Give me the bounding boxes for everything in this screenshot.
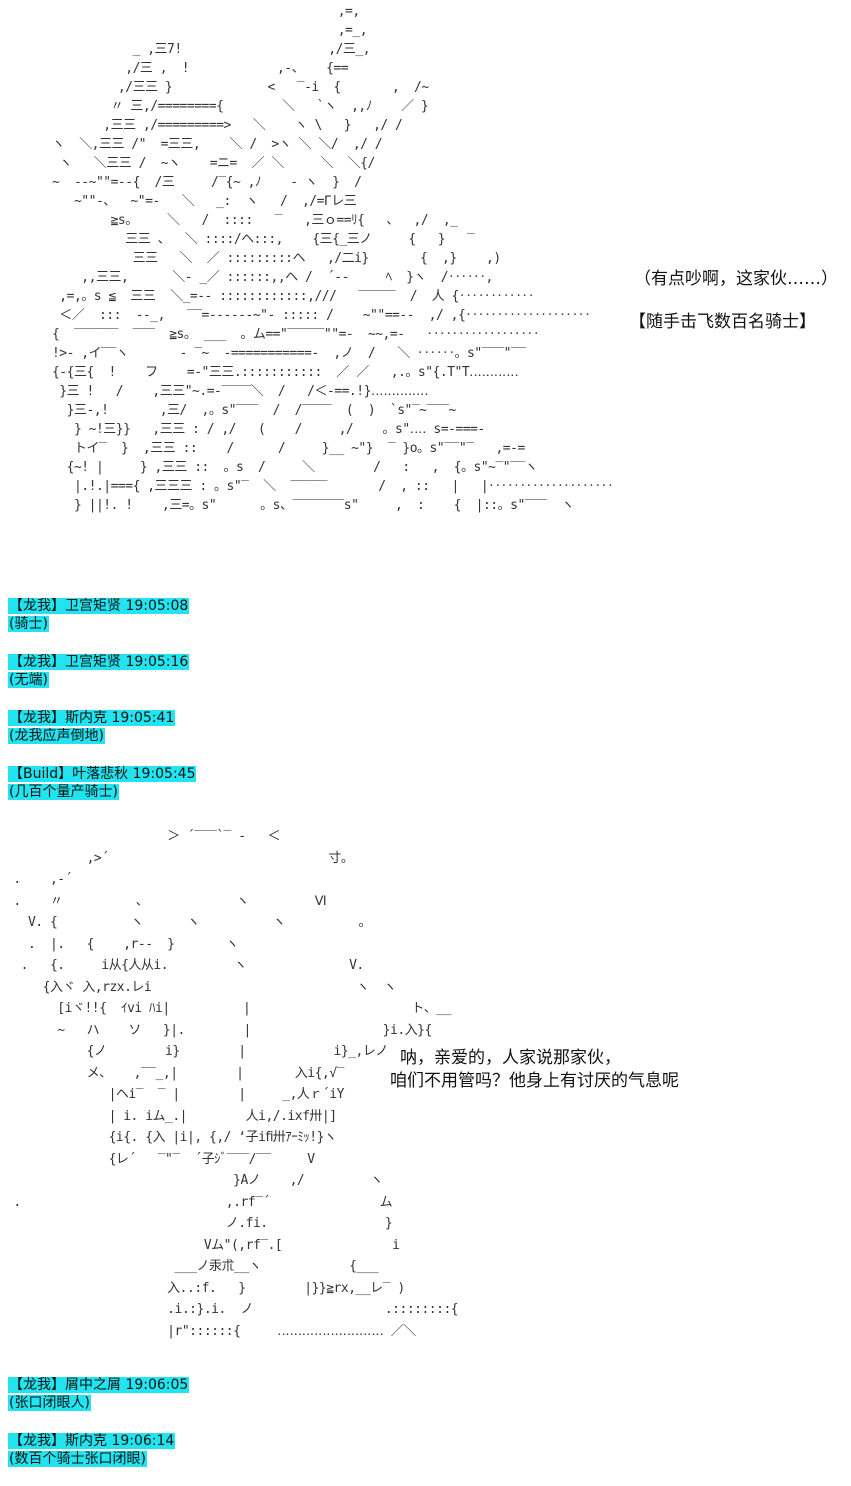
scene2-dialog-line-1: 呐，亲爱的，人家说那家伙， xyxy=(400,1048,621,1068)
chat-log-1: 【龙我】卫宫矩贤 19:05:08 (骑士) 【龙我】卫宫矩贤 19:05:16… xyxy=(8,597,197,801)
chat-message: (龙我应声倒地) xyxy=(8,728,105,744)
ascii-art-figure: ＞ ´‾‾‾`‾ ‐ ＜ ,>´ 寸。 . ,‐´ . 〃 、 ヽ Ⅵ V. {… xyxy=(13,829,459,1339)
chat-log-2: 【龙我】屑中之屑 19:06:05 (张口闭眼人) 【龙我】斯内克 19:06:… xyxy=(8,1376,190,1468)
scene1-action-text: 【随手击飞数百名骑士】 xyxy=(629,312,816,332)
chat-message: (张口闭眼人) xyxy=(8,1395,91,1411)
chat-header: 【龙我】斯内克 19:06:14 xyxy=(8,1433,176,1449)
chat-header: 【龙我】斯内克 19:05:41 xyxy=(8,710,176,726)
chat-header: 【龙我】卫宫矩贤 19:05:16 xyxy=(8,654,190,670)
scene1-thought-text: （有点吵啊，这家伙……） xyxy=(634,269,838,289)
chat-header: 【龙我】屑中之屑 19:06:05 xyxy=(8,1377,190,1393)
chat-message: (数百个骑士张口闭眼) xyxy=(8,1451,147,1467)
scene2-dialog-line-2: 咱们不用管吗？他身上有讨厌的气息呢 xyxy=(390,1071,679,1091)
chat-message: (骑士) xyxy=(8,616,49,632)
chat-header: 【龙我】卫宫矩贤 19:05:08 xyxy=(8,598,190,614)
chat-header: 【Build】叶落悲秋 19:05:45 xyxy=(8,766,197,782)
ascii-art-knight-horde: ,=, ,=_, _ ,三7! ,/三_, ,/三 , ! ,-、 {== ,/… xyxy=(51,4,614,513)
chat-message: (无端) xyxy=(8,672,49,688)
chat-message: (几百个量产骑士) xyxy=(8,784,119,800)
